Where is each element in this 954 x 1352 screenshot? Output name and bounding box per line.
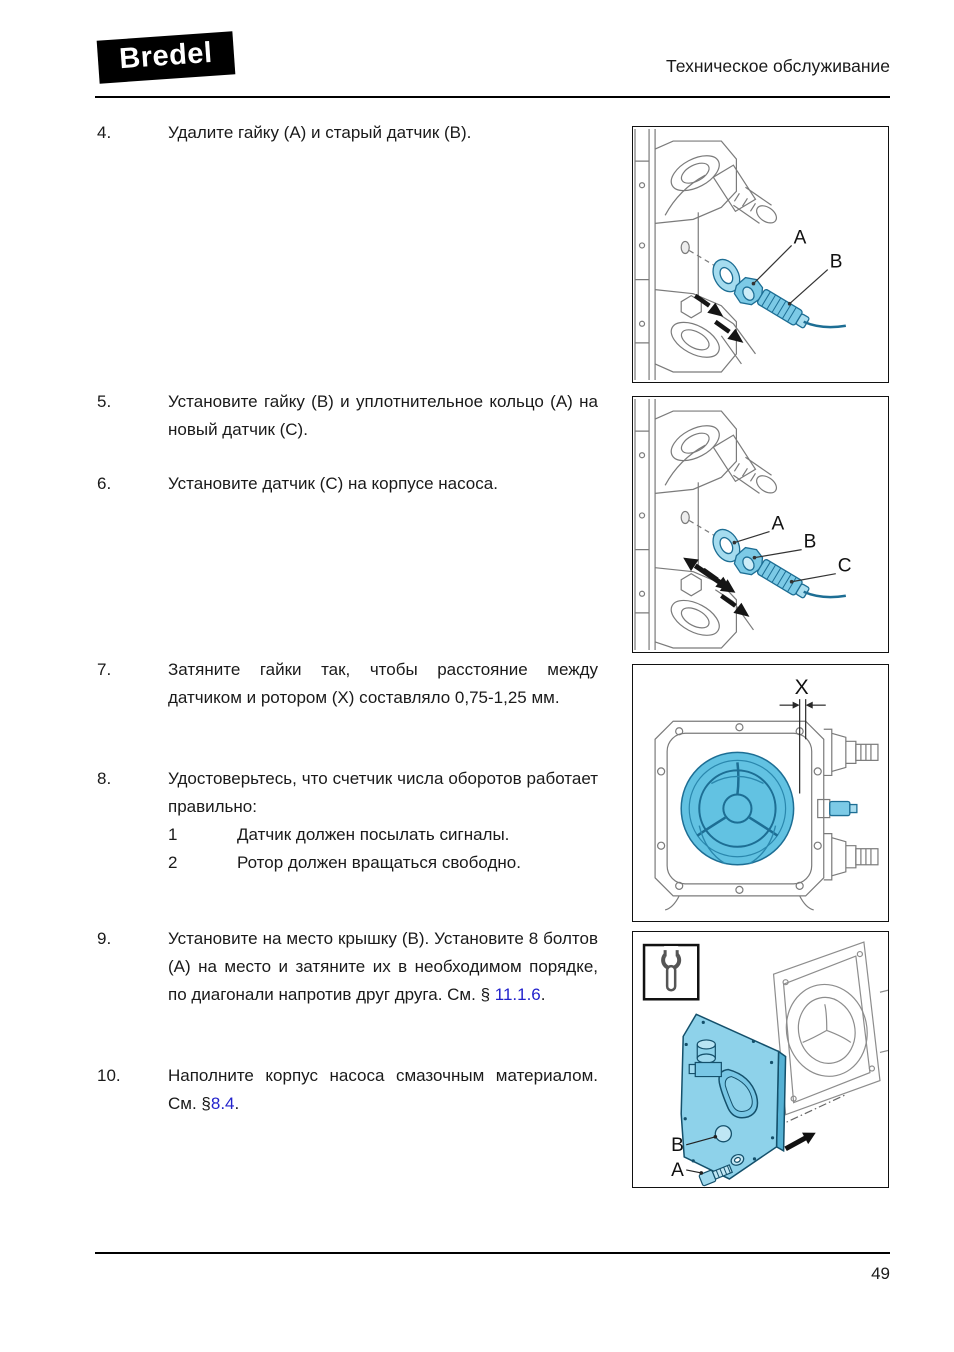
step-number: 9. xyxy=(97,929,112,948)
page-number: 49 xyxy=(871,1264,890,1283)
figure-labels: B A xyxy=(671,1135,718,1181)
step-text: Установите гайку (B) и уплотнительное ко… xyxy=(168,392,598,439)
figure-remove-sensor: A B xyxy=(632,126,889,383)
figure-sensor-rotor-distance: X xyxy=(632,664,889,922)
label-A: A xyxy=(671,1160,684,1181)
pump-cover-drawing: B A xyxy=(642,941,888,1187)
label-A: A xyxy=(794,227,807,248)
step-text: Наполните корпус насоса смазочным матери… xyxy=(168,1066,598,1113)
label-B: B xyxy=(804,532,817,553)
label-B: B xyxy=(671,1135,684,1156)
step-number: 4. xyxy=(97,123,112,142)
pump-housing-background xyxy=(772,941,888,1116)
figure-mount-cover: B A xyxy=(632,931,889,1188)
step-text: Установите на место крышку (B). Установи… xyxy=(168,929,598,1004)
header-title: Техническое обслуживание xyxy=(666,56,890,76)
step-number: 10. xyxy=(97,1066,121,1085)
step-text-block: Наполните корпус насоса смазочным матери… xyxy=(168,1062,598,1118)
mount-direction-arrow xyxy=(784,1132,816,1152)
step-4: 4. Удалите гайку (A) и старый датчик (B)… xyxy=(97,119,598,147)
header-rule xyxy=(95,96,890,98)
step-text: . xyxy=(234,1094,240,1113)
label-A: A xyxy=(772,514,785,535)
label-B: B xyxy=(830,252,843,273)
label-C: C xyxy=(838,556,852,577)
step-8: 8. Удостоверьтесь, что счетчик числа обо… xyxy=(97,765,598,877)
cover-bolt xyxy=(698,1153,745,1187)
insert-direction-arrows xyxy=(693,293,744,343)
substep-text: Ротор должен вращаться свободно. xyxy=(237,853,521,872)
step-text: Установите датчик (C) на корпусе насоса. xyxy=(168,474,498,493)
step-number: 5. xyxy=(97,392,112,411)
step-text: Удалите гайку (A) и старый датчик (B). xyxy=(168,123,472,142)
label-X: X xyxy=(795,676,809,699)
substep-number: 1 xyxy=(168,825,178,844)
pump-bracket-sensor-drawing: A B C xyxy=(634,399,852,650)
pump-bracket-sensor-drawing: A B xyxy=(634,129,847,380)
section-ref-link-8-4[interactable]: 8.4 xyxy=(210,1094,235,1113)
step-7: 7. Затяните гайки так, чтобы расстояние … xyxy=(97,656,598,712)
step-text: . xyxy=(540,985,546,1004)
figure-mount-sensor: A B C xyxy=(632,396,889,653)
step-text: Затяните гайки так, чтобы расстояние меж… xyxy=(168,660,598,707)
dimension-x xyxy=(779,699,826,794)
substep-1: 1 Датчик должен посылать сигналы. xyxy=(168,821,598,849)
step-10: 10. Наполните корпус насоса смазочным ма… xyxy=(97,1062,598,1118)
section-ref-link-11-1-6[interactable]: 11.1.6 xyxy=(494,985,541,1004)
figure-labels: A B xyxy=(751,227,843,306)
step-number: 8. xyxy=(97,769,112,788)
bredel-logo: Bredel xyxy=(96,31,236,84)
step-number: 7. xyxy=(97,660,112,679)
wrench-icon xyxy=(642,943,700,1001)
figure-labels: A B C xyxy=(732,514,852,584)
step-9: 9. Установите на место крышку (B). Устан… xyxy=(97,925,598,1009)
step-text-block: Удостоверьтесь, что счетчик числа оборот… xyxy=(168,765,598,877)
step-text: Удостоверьтесь, что счетчик числа оборот… xyxy=(168,769,598,816)
substep-2: 2 Ротор должен вращаться свободно. xyxy=(168,849,598,877)
step-text-block: Установите на место крышку (B). Установи… xyxy=(168,925,598,1009)
step-6: 6. Установите датчик (C) на корпусе насо… xyxy=(97,470,598,498)
footer-rule xyxy=(95,1252,890,1254)
step-number: 6. xyxy=(97,474,112,493)
step-5: 5. Установите гайку (B) и уплотнительное… xyxy=(97,388,598,444)
rotor xyxy=(680,751,795,866)
substep-number: 2 xyxy=(168,853,178,872)
substep-text: Датчик должен посылать сигналы. xyxy=(237,825,510,844)
sensor xyxy=(829,800,858,817)
insert-direction-arrows xyxy=(683,557,750,617)
bredel-logo-text: Bredel xyxy=(118,36,214,76)
pump-front-view-drawing: X xyxy=(654,676,879,911)
cover-plate xyxy=(680,1013,787,1180)
